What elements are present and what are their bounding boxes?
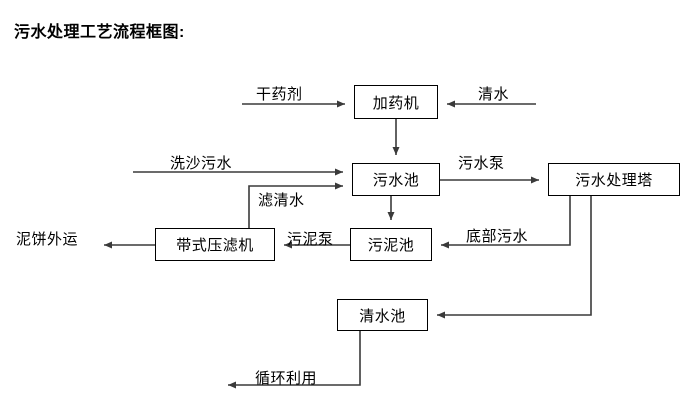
edge-label-clean-water: 清水 bbox=[478, 86, 510, 103]
node-sewage-pool-label: 污水池 bbox=[372, 172, 420, 189]
node-belt-filter-press-label: 带式压滤机 bbox=[176, 237, 254, 254]
edge-label-sewage-pump: 污水泵 bbox=[458, 155, 505, 172]
edge-label-recycle-reuse: 循环利用 bbox=[255, 370, 318, 387]
node-clear-water-pool[interactable]: 清水池 bbox=[337, 299, 428, 331]
node-dosing-machine-label: 加药机 bbox=[372, 94, 420, 112]
edge-treatment-tower-to-clear-water-pool bbox=[437, 196, 592, 319]
edge-label-filtrate-water: 滤清水 bbox=[258, 192, 305, 209]
page-title: 污水处理工艺流程框图: bbox=[14, 24, 185, 41]
edge-clear-water-pool-to-recycle bbox=[228, 331, 361, 389]
edge-bottom-sewage-to-sludge-pool bbox=[441, 196, 571, 249]
edge-label-bottom-sewage: 底部污水 bbox=[466, 228, 529, 245]
node-clear-water-pool-label: 清水池 bbox=[359, 307, 406, 325]
node-treatment-tower-label: 污水处理塔 bbox=[575, 172, 653, 189]
terminal-label-mud-cake-out: 泥饼外运 bbox=[16, 231, 79, 248]
edge-filtrate-to-sewage-pool bbox=[248, 182, 343, 228]
node-sludge-pool-label: 污泥池 bbox=[367, 237, 415, 254]
node-treatment-tower[interactable]: 污水处理塔 bbox=[548, 163, 680, 196]
edge-label-sand-wash-sewage: 洗沙污水 bbox=[170, 155, 233, 172]
node-sewage-pool[interactable]: 污水池 bbox=[352, 163, 440, 196]
edge-label-dry-chemical: 干药剂 bbox=[256, 86, 303, 103]
node-dosing-machine[interactable]: 加药机 bbox=[354, 85, 438, 119]
node-belt-filter-press[interactable]: 带式压滤机 bbox=[155, 228, 275, 261]
edge-label-sludge-pump: 污泥泵 bbox=[287, 231, 334, 248]
node-sludge-pool[interactable]: 污泥池 bbox=[350, 228, 432, 261]
